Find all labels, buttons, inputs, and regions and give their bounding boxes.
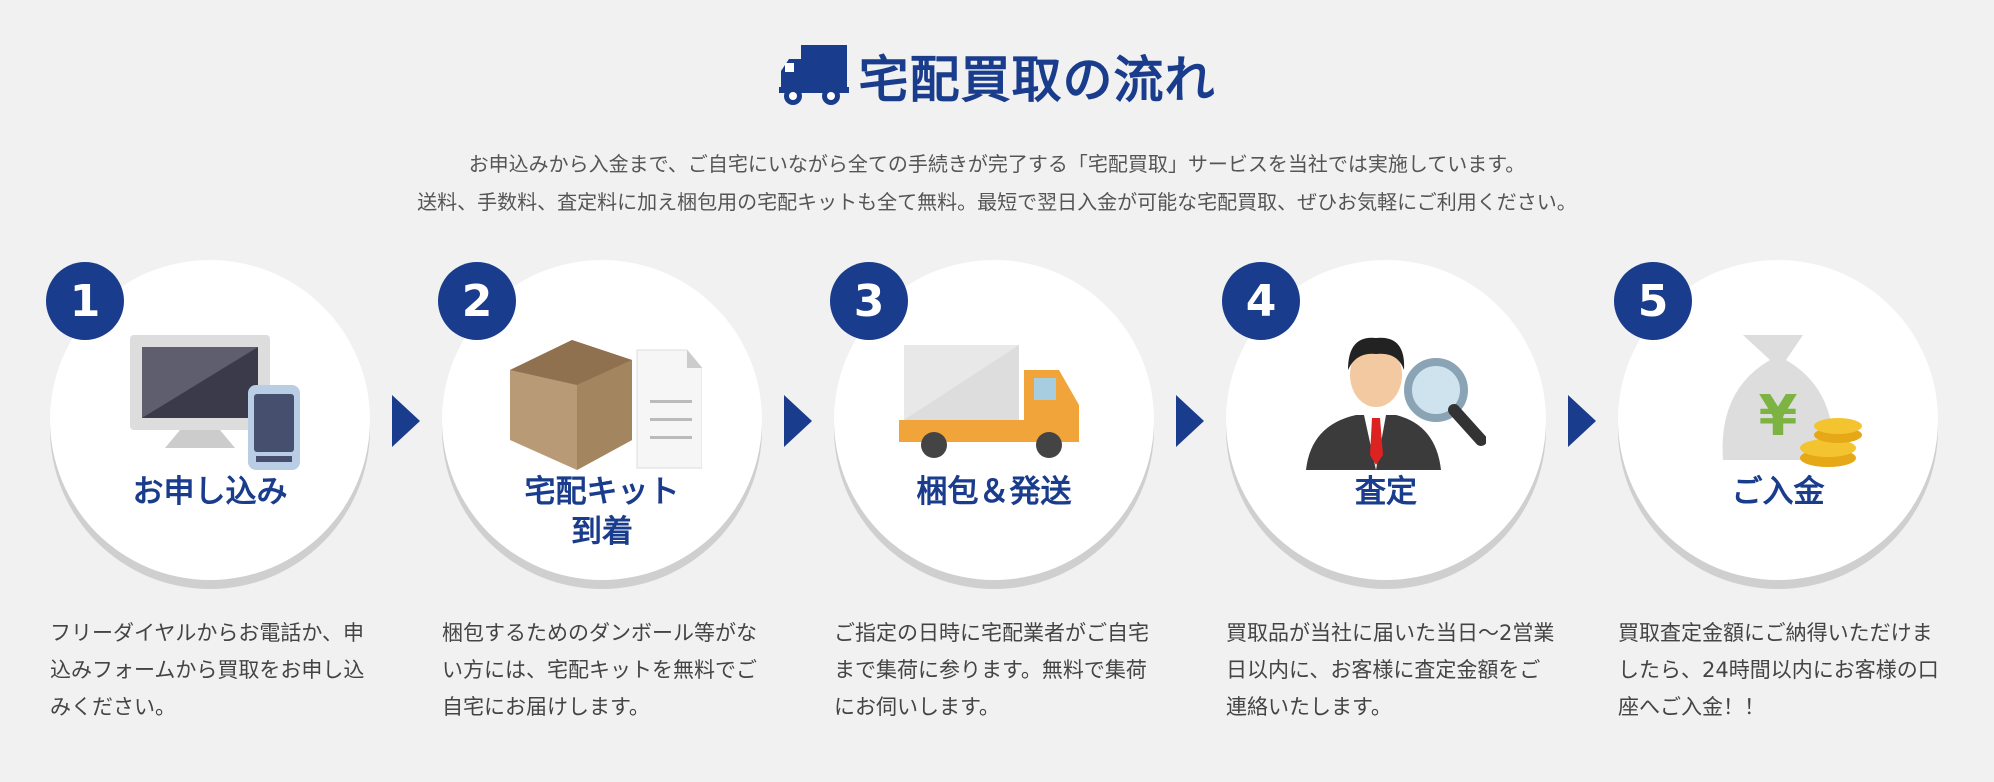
step-label: 査定 xyxy=(1355,474,1417,510)
intro-line-2: 送料、手数料、査定料に加え梱包用の宅配キットも全て無料。最短で翌日入金が可能な宅… xyxy=(417,190,1577,214)
step-description: 買取査定金額にご納得いただけましたら、24時間以内にお客様の口座へご入金！！ xyxy=(1618,621,1939,719)
section-header: 宅配買取の流れ xyxy=(0,40,1994,112)
truck-icon xyxy=(778,45,849,105)
step-description: 梱包するためのダンボール等がない方には、宅配キットを無料でご自宅にお届けします。 xyxy=(442,621,757,719)
step-number-badge: 5 xyxy=(1614,262,1692,340)
step-description: 買取品が当社に届いた当日〜2営業日以内に、お客様に査定金額をご連絡いたします。 xyxy=(1226,621,1555,719)
computer-phone-icon xyxy=(130,335,300,470)
step-label: お申し込み xyxy=(132,474,288,510)
step-description: フリーダイヤルからお電話か、申込みフォームから買取をお申し込みください。 xyxy=(50,621,365,719)
step-number-badge: 1 xyxy=(46,262,124,340)
arrow-right-icon xyxy=(1176,395,1204,447)
step-number-badge: 2 xyxy=(438,262,516,340)
arrow-right-icon xyxy=(784,395,812,447)
step-label: 梱包＆発送 xyxy=(916,474,1072,510)
step-number-badge: 3 xyxy=(830,262,908,340)
svg-text:¥: ¥ xyxy=(1759,384,1798,449)
step-label: 宅配キット 到着 xyxy=(524,474,680,550)
step-label: ご入金 xyxy=(1731,474,1825,510)
arrow-right-icon xyxy=(392,395,420,447)
intro-text: お申込みから入金まで、ご自宅にいながら全ての手続きが完了する「宅配買取」サービス… xyxy=(0,145,1994,221)
appraiser-magnifier-icon xyxy=(1306,337,1486,470)
step-number-badge: 4 xyxy=(1222,262,1300,340)
box-document-icon xyxy=(510,340,702,470)
arrow-right-icon xyxy=(1568,395,1596,447)
step-description: ご指定の日時に宅配業者がご自宅まで集荷に参ります。無料で集荷にお伺いします。 xyxy=(834,621,1149,719)
delivery-truck-icon xyxy=(899,345,1079,458)
intro-line-1: お申込みから入金まで、ご自宅にいながら全ての手続きが完了する「宅配買取」サービス… xyxy=(468,152,1526,176)
page-title: 宅配買取の流れ xyxy=(858,51,1216,109)
money-bag-yen-icon: ¥ xyxy=(1722,335,1862,467)
